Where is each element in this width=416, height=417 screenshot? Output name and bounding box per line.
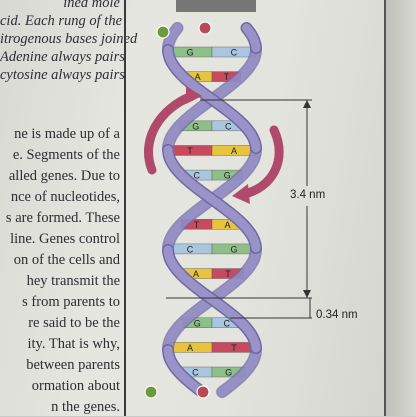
measure-label-large: 3.4 nm bbox=[290, 189, 325, 201]
strand-end-dot bbox=[197, 386, 209, 398]
measure-label-small: 0.34 nm bbox=[316, 309, 358, 321]
base-letter: T bbox=[187, 146, 193, 156]
base-letter: G bbox=[192, 121, 199, 131]
base-letter: G bbox=[230, 244, 237, 254]
measure-arrowhead-up bbox=[303, 100, 311, 108]
base-letter: T bbox=[194, 220, 200, 230]
base-letter: A bbox=[187, 343, 193, 353]
base-letter: G bbox=[225, 368, 232, 378]
strand-end-dot bbox=[157, 26, 169, 38]
base-letter: C bbox=[187, 244, 194, 254]
base-letter: C bbox=[225, 121, 232, 131]
base-letter: T bbox=[231, 343, 237, 353]
base-letter: A bbox=[225, 220, 231, 230]
base-letter: A bbox=[193, 269, 199, 279]
base-letter: C bbox=[231, 48, 238, 58]
base-letter: T bbox=[225, 269, 231, 279]
base-letter: G bbox=[187, 48, 194, 58]
base-letter: A bbox=[231, 146, 237, 156]
base-letter: C bbox=[192, 368, 199, 378]
strand-end-dot bbox=[145, 386, 157, 398]
measure-arrowhead-down bbox=[303, 290, 311, 298]
strand-end-dot bbox=[199, 22, 211, 34]
sugar-phosphate-backbone bbox=[168, 250, 256, 348]
